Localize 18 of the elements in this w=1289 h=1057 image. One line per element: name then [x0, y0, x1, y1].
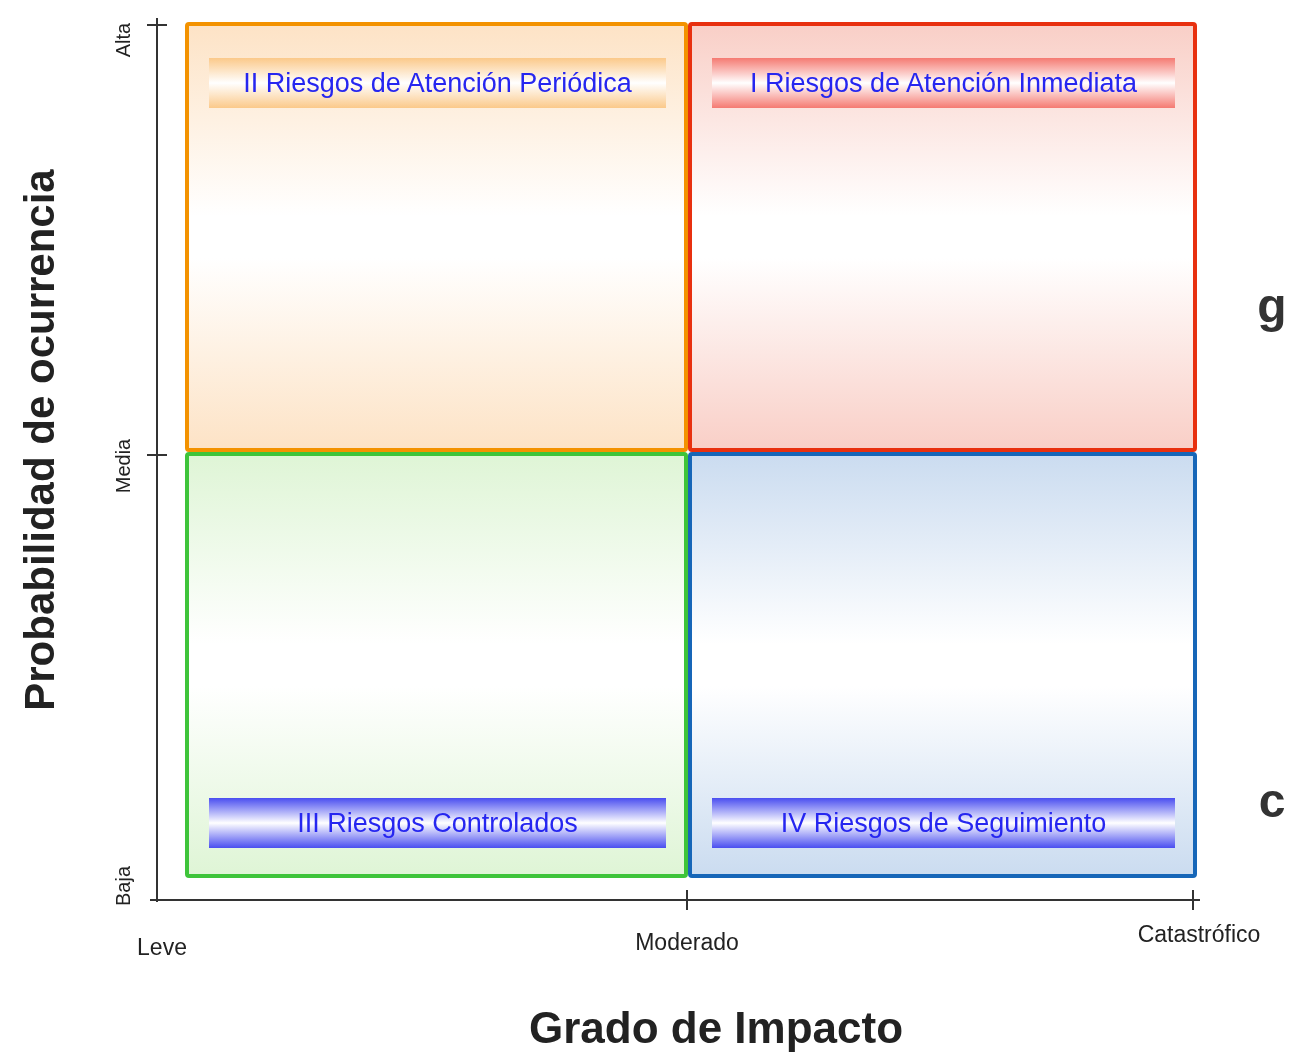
quadrant-title: III Riesgos Controlados — [209, 798, 666, 848]
axis-title: Probabilidad de ocurrencia — [16, 169, 64, 711]
tick-label: Catastrófico — [1137, 920, 1261, 948]
quadrant-title: IV Riesgos de Seguimiento — [712, 798, 1175, 848]
quadrant-box — [688, 22, 1197, 452]
quadrant-box — [185, 22, 688, 452]
tick-label: Alta — [111, 22, 135, 58]
tick-label: Leve — [137, 933, 187, 961]
text-fragment: c — [1258, 772, 1286, 828]
text-fragment: g — [1257, 277, 1287, 333]
tick-label: Baja — [111, 866, 135, 906]
quadrant-box — [688, 452, 1197, 878]
axis-title: Grado de Impacto — [528, 1003, 904, 1053]
quadrant-title: II Riesgos de Atención Periódica — [209, 58, 666, 108]
quadrant-box — [185, 452, 688, 878]
tick-label: Media — [111, 438, 135, 494]
quadrant-title: I Riesgos de Atención Inmediata — [712, 58, 1175, 108]
tick-label: Moderado — [635, 928, 739, 956]
